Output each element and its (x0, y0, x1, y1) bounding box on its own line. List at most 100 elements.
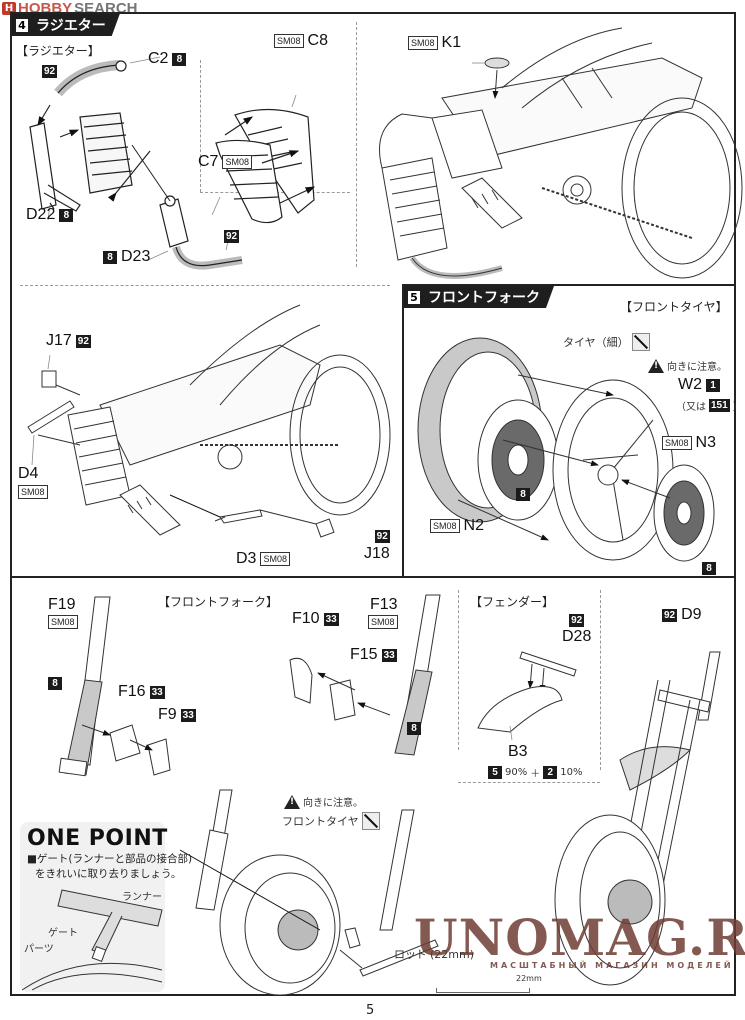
part-id: F15 (350, 646, 378, 663)
w2-alt-paint: （又は 151 ） (676, 398, 743, 413)
alt-text-prefix: （又は (676, 402, 706, 413)
paint-code-badge: 8 (407, 722, 421, 735)
material-badge: SM08 (48, 615, 78, 629)
part-label-k1: SM08 K1 (408, 34, 461, 52)
fender-illustration (470, 640, 590, 750)
part-id: D3 (236, 550, 257, 567)
part-label-d22: D22 8 (26, 206, 74, 224)
unomag-watermark-subtitle: МАСШТАБНЫЙ МАГАЗИН МОДЕЛЕЙ (490, 961, 734, 970)
paint-code-badge: 2 (543, 766, 558, 779)
material-badge: SM08 (368, 615, 398, 629)
part-id: D4 (18, 465, 39, 482)
material-badge: SM08 (274, 34, 304, 48)
warning-text: 向きに注意。 (303, 798, 363, 809)
fork-frame (10, 576, 736, 996)
front-fork-illustration (20, 585, 440, 785)
step4-number: 4 (16, 19, 28, 32)
part-label-d9: 92 D9 (662, 606, 702, 624)
paint-label-hose-bottom: 92 (224, 230, 240, 243)
paint-code-badge: 8 (59, 208, 74, 222)
front-tire-warning: 向きに注意。 (284, 794, 363, 809)
part-id: C8 (307, 32, 328, 49)
part-label-d23: 8 D23 (103, 248, 150, 266)
part-id: D23 (121, 248, 151, 265)
frame-radiator-illustration (362, 18, 734, 280)
divider-fender-left (458, 590, 459, 750)
warning-note: 向きに注意。 (648, 358, 727, 373)
scale-bar (436, 988, 530, 993)
rod-length: (22mm) (430, 947, 475, 961)
part-id: C2 (148, 50, 169, 67)
step4-header: 4 ラジエター (12, 14, 120, 36)
rod-label: ロッド (22mm) (394, 946, 474, 962)
part-id: N3 (695, 434, 716, 451)
tire-label: タイヤ（細） (563, 333, 650, 351)
part-label-d28: 92 D28 (562, 614, 591, 646)
part-label-n3: SM08 N3 (662, 434, 716, 452)
paint-label-n2: 8 (516, 488, 530, 501)
part-id: J18 (364, 545, 390, 562)
part-id: D22 (26, 206, 56, 223)
paint-label-hose-top: 92 (42, 65, 58, 78)
paint-code-badge: 8 (48, 677, 62, 690)
part-label-c2: C2 8 (148, 50, 187, 68)
divider-inset-radiator-v (200, 60, 201, 192)
gate-label: ゲート (48, 928, 78, 939)
part-label-f19: F19 SM08 (48, 596, 78, 629)
unomag-watermark: UNOMAG.RU (414, 908, 745, 967)
frame-assembly-illustration (20, 295, 400, 560)
part-id: C7 (198, 153, 219, 170)
parts-label: パーツ (24, 944, 54, 955)
paint-code-badge: 33 (149, 685, 165, 699)
radiator-parts-illustration (20, 55, 316, 275)
paint-code-badge: 92 (42, 65, 58, 78)
paint-code-badge: 33 (323, 612, 339, 626)
paint-label-f13: 8 (407, 722, 421, 735)
paint-label-n3: 8 (702, 562, 716, 575)
part-label-n2: SM08 N2 (430, 517, 484, 535)
material-badge: SM08 (662, 436, 692, 450)
part-label-f15: F15 33 (350, 646, 397, 664)
mix-percent: 90% (505, 767, 528, 778)
alt-text-suffix: ） (732, 402, 743, 413)
material-badge: SM08 (18, 485, 48, 499)
paint-code-badge: 1 (706, 378, 720, 392)
part-id: W2 (678, 376, 702, 393)
paint-code-badge: 33 (381, 648, 397, 662)
part-label-c8: SM08 C8 (274, 32, 328, 50)
paint-code-badge: 92 (75, 334, 91, 348)
logo-icon: H (2, 2, 16, 15)
part-label-d3: D3 SM08 (236, 550, 290, 568)
part-label-f16: F16 33 (118, 683, 165, 701)
part-id: D28 (562, 628, 592, 645)
front-tire-label: フロントタイヤ (282, 812, 380, 830)
b3-paint-mix: 5 90% ＋ 2 10% (488, 765, 582, 780)
material-badge: SM08 (260, 552, 290, 566)
paint-code-badge: 151 (709, 399, 730, 412)
part-label-c7: C7 SM08 (198, 153, 252, 171)
front-tire-label-text: フロントタイヤ (282, 815, 359, 828)
divider-horizontal-mid (20, 285, 390, 286)
warning-triangle-icon (648, 358, 664, 373)
part-label-f13: F13 SM08 (368, 596, 398, 629)
step5-title: フロントフォーク (428, 290, 540, 306)
divider-fender-bottom (458, 782, 600, 783)
part-label-j18: 92 J18 (364, 530, 390, 563)
radiator-subtitle: 【ラジエター】 (16, 44, 100, 58)
part-label-f10: F10 33 (292, 610, 339, 628)
paint-code-badge: 8 (516, 488, 530, 501)
part-id: N2 (463, 517, 484, 534)
material-badge: SM08 (408, 36, 438, 50)
part-id: F10 (292, 610, 320, 627)
one-point-text-line1: ■ゲート(ランナーと部品の接合部) (27, 853, 193, 865)
scissors-cut-icon (361, 812, 380, 830)
front-wheel-fork-illustration (180, 790, 460, 990)
one-point-text: ■ゲート(ランナーと部品の接合部) をきれいに取り去りましょう。 (27, 852, 192, 882)
part-label-f9: F9 33 (158, 706, 196, 724)
part-id: F9 (158, 706, 177, 723)
front-wheel-illustration (408, 330, 734, 575)
tire-label-text: タイヤ（細） (563, 336, 629, 349)
part-id: F19 (48, 596, 76, 613)
part-label-w2: W2 1 (678, 376, 720, 394)
paint-code-badge: 92 (569, 614, 585, 627)
